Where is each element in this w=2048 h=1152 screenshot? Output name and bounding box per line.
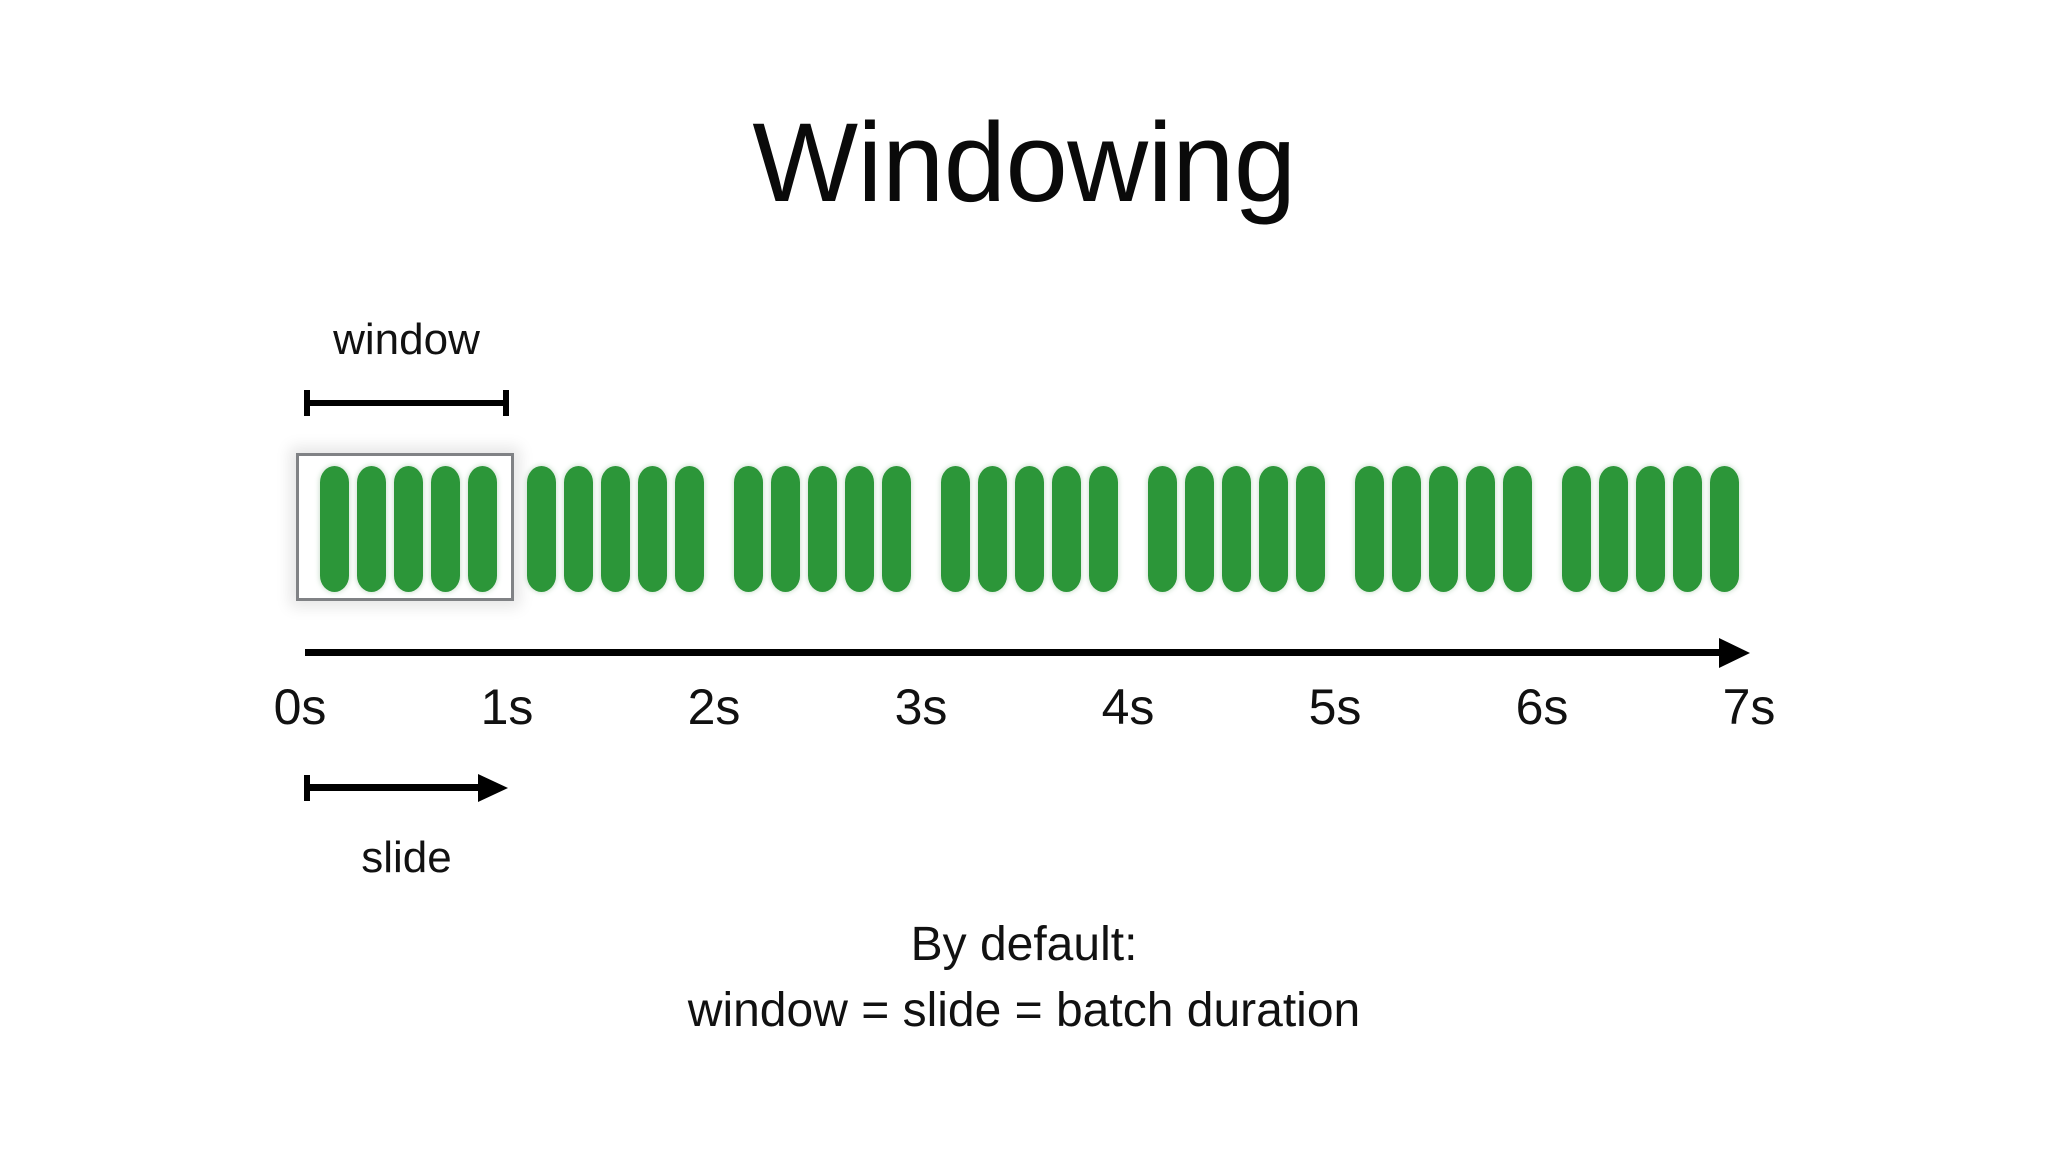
batch-bar	[394, 466, 423, 592]
batch-bar	[468, 466, 497, 592]
batch-bar	[1673, 466, 1702, 592]
slide-annotation-label: slide	[361, 833, 452, 882]
time-tick-label: 3s	[894, 679, 948, 735]
batch-bar	[1355, 466, 1384, 592]
batch-bar	[978, 466, 1007, 592]
slide-arrow-line	[304, 784, 482, 791]
slide-arrow-icon	[304, 773, 514, 803]
caption-block: By default: window = slide = batch durat…	[0, 918, 2048, 1038]
time-axis-ticks: 0s 1s 2s 3s 4s 5s 6s 7s	[0, 682, 2048, 752]
batch-bar	[1636, 466, 1665, 592]
batch-bar	[357, 466, 386, 592]
batch-bar	[1015, 466, 1044, 592]
caption-line-2: window = slide = batch duration	[687, 984, 1361, 1038]
batch-bar	[808, 466, 837, 592]
batch-groups-container	[0, 466, 2048, 606]
time-tick-label: 5s	[1308, 679, 1362, 735]
batch-bar	[1503, 466, 1532, 592]
time-tick-label: 0s	[273, 679, 327, 735]
batch-bar	[1259, 466, 1288, 592]
batch-bar	[1148, 466, 1177, 592]
batch-bar	[1710, 466, 1739, 592]
time-tick-label: 4s	[1101, 679, 1155, 735]
window-bracket-right-cap	[503, 390, 509, 416]
batch-bar	[1052, 466, 1081, 592]
batch-bar	[734, 466, 763, 592]
batch-bar	[845, 466, 874, 592]
batch-bar	[1185, 466, 1214, 592]
batch-group	[320, 466, 497, 606]
arrow-right-icon	[478, 774, 508, 802]
batch-bar	[1296, 466, 1325, 592]
batch-bar	[431, 466, 460, 592]
window-annotation-label: window	[333, 315, 480, 364]
time-axis-line	[305, 649, 1723, 656]
batch-group	[734, 466, 911, 606]
batch-bar	[1599, 466, 1628, 592]
batch-bar	[771, 466, 800, 592]
window-bracket-icon	[304, 390, 509, 416]
batch-group	[1148, 466, 1325, 606]
window-bracket-line	[304, 400, 509, 406]
batch-group	[527, 466, 704, 606]
batch-bar	[638, 466, 667, 592]
batch-bar	[1089, 466, 1118, 592]
batch-bar	[1562, 466, 1591, 592]
time-tick-label: 6s	[1515, 679, 1569, 735]
batch-bar	[1392, 466, 1421, 592]
caption-line-1: By default:	[910, 918, 1138, 971]
batch-bar	[1222, 466, 1251, 592]
time-tick-label: 1s	[480, 679, 534, 735]
batch-bar	[675, 466, 704, 592]
time-tick-label: 7s	[1722, 679, 1776, 735]
batch-bar	[941, 466, 970, 592]
time-tick-label: 2s	[687, 679, 741, 735]
batch-bar	[527, 466, 556, 592]
page-title: Windowing	[752, 100, 1296, 225]
arrow-right-icon	[1719, 638, 1750, 668]
batch-bar	[882, 466, 911, 592]
batch-group	[1562, 466, 1739, 606]
batch-group	[941, 466, 1118, 606]
batch-bar	[1466, 466, 1495, 592]
batch-bar	[564, 466, 593, 592]
batch-bar	[1429, 466, 1458, 592]
batch-group	[1355, 466, 1532, 606]
time-axis	[305, 638, 1750, 668]
batch-bar	[601, 466, 630, 592]
batch-bar	[320, 466, 349, 592]
